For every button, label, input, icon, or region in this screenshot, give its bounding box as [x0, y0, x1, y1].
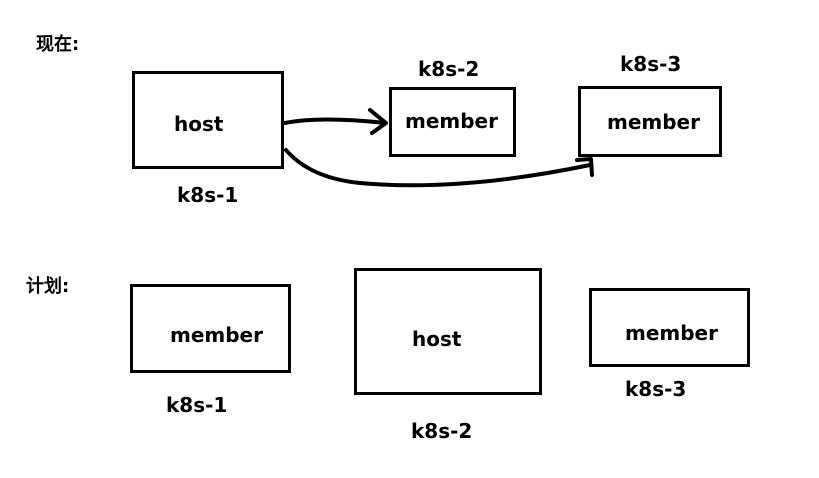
- plan-member-box-1: member: [130, 284, 291, 373]
- section-current-heading: 现在:: [36, 34, 80, 55]
- arrowhead-k8s-2-icon: [368, 108, 388, 135]
- current-host-box-text: host: [174, 112, 224, 136]
- plan-member-box-1-text: member: [170, 323, 263, 347]
- plan-member-1-caption: k8s-1: [166, 393, 228, 417]
- current-member-box-1: member: [389, 87, 516, 157]
- section-plan-heading: 计划:: [26, 276, 70, 297]
- current-member-box-1-text: member: [405, 109, 498, 133]
- plan-member-2-caption: k8s-3: [625, 377, 687, 401]
- plan-member-box-2: member: [589, 288, 750, 367]
- current-member-1-caption: k8s-2: [418, 57, 480, 81]
- plan-host-box: host: [354, 268, 542, 395]
- arrow-host-to-k8s-2: [283, 117, 387, 125]
- plan-host-box-text: host: [412, 327, 462, 351]
- current-member-box-2-text: member: [607, 110, 700, 134]
- current-host-box: host: [132, 71, 284, 169]
- current-host-caption: k8s-1: [177, 183, 239, 207]
- arrowhead-k8s-3-icon: [575, 157, 594, 177]
- current-member-box-2: member: [578, 86, 722, 157]
- plan-member-box-2-text: member: [625, 321, 718, 345]
- plan-host-caption: k8s-2: [411, 419, 473, 443]
- current-member-2-caption: k8s-3: [620, 52, 682, 76]
